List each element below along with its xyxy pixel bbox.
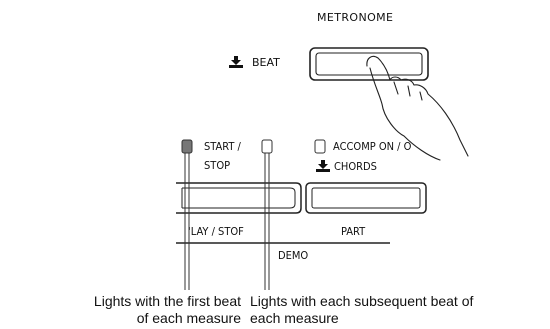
beat-lamp <box>262 140 272 153</box>
first-beat-caption: Lights with the first beat of each measu… <box>65 293 241 327</box>
start-stop-label-line2: STOP <box>204 160 230 171</box>
first-beat-caption-line1: Lights with the first beat <box>65 293 241 310</box>
first-beat-caption-line2: of each measure <box>65 310 241 327</box>
start-stop-lamp <box>182 140 192 153</box>
chords-label: CHORDS <box>334 161 377 172</box>
part-button[interactable] <box>306 183 426 213</box>
demo-label: DEMO <box>278 250 308 261</box>
part-label: PART <box>341 226 365 237</box>
play-stop-label: 'LAY / STOF <box>188 226 244 237</box>
beat-label: BEAT <box>252 57 280 68</box>
metronome-title: METRONOME <box>317 12 393 23</box>
accomp-label: ACCOMP ON / O <box>333 141 411 152</box>
start-stop-label-line1: START / <box>204 141 241 152</box>
subsequent-beat-caption-line2: each measure <box>250 310 546 327</box>
subsequent-beat-caption: Lights with each subsequent beat of each… <box>250 293 546 327</box>
hold-down-icon <box>316 160 330 172</box>
subsequent-beat-caption-line1: Lights with each subsequent beat of <box>250 293 546 310</box>
hold-down-icon <box>229 56 243 68</box>
beat-button[interactable] <box>310 48 428 80</box>
accomp-lamp <box>315 140 325 153</box>
play-stop-button[interactable] <box>176 183 301 213</box>
